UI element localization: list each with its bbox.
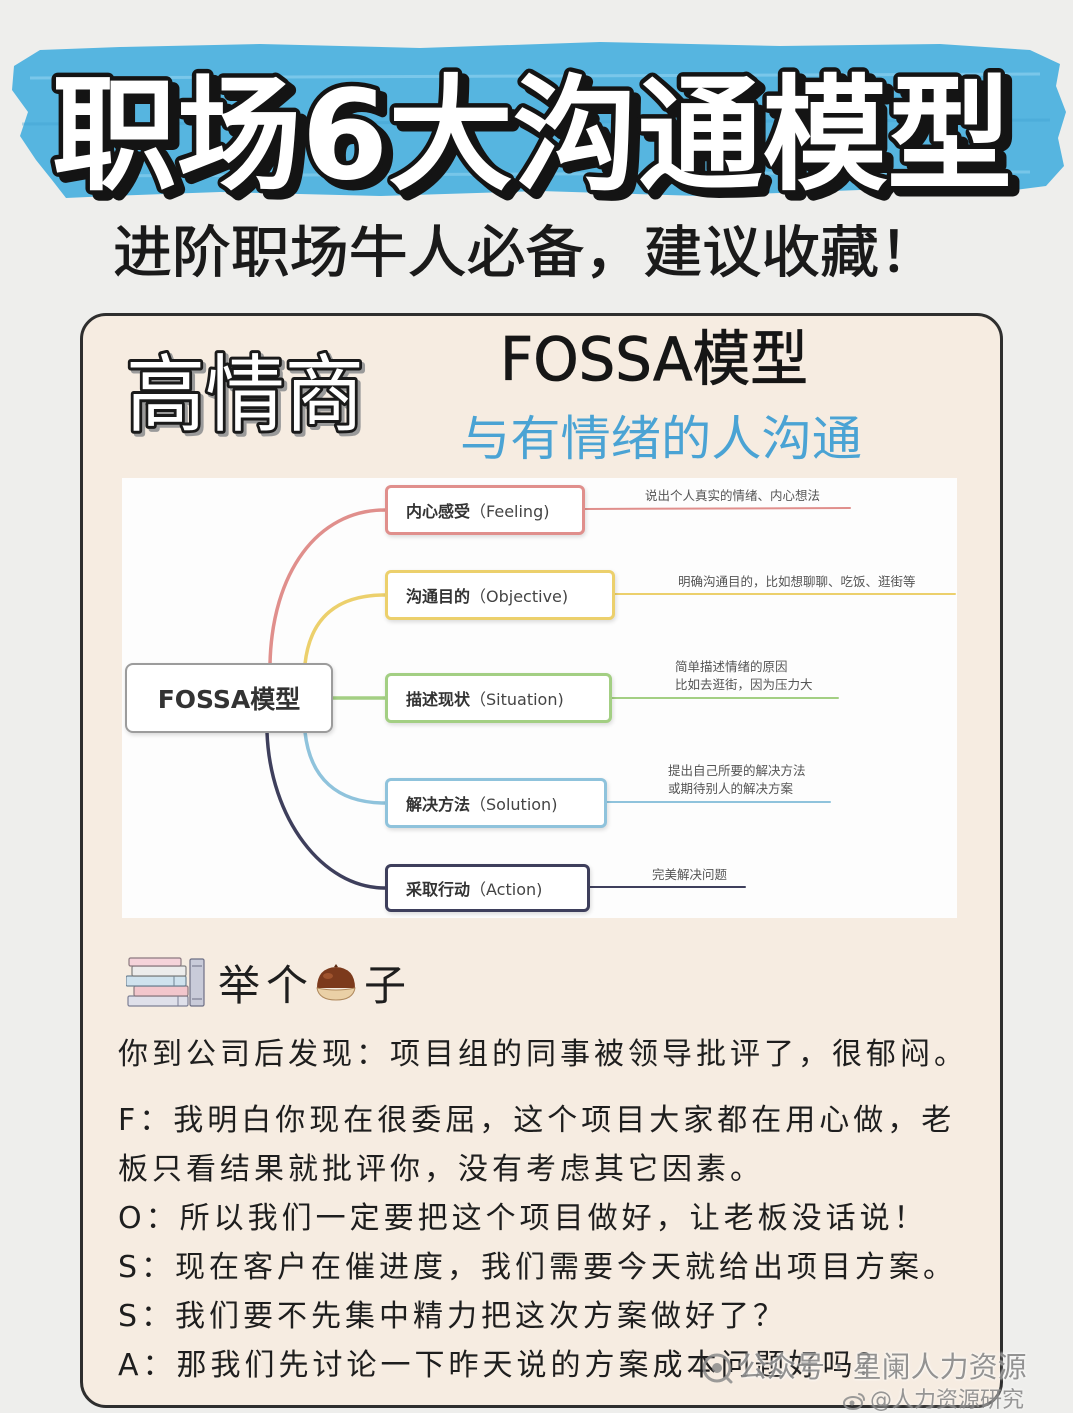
title-banner: 职场6大沟通模型	[12, 42, 1066, 213]
branch-label-cn: 解决方法	[406, 795, 471, 814]
example-heading-before: 举个	[218, 961, 315, 1010]
blue-brush-stroke	[12, 42, 1066, 198]
logo-dot	[712, 1363, 722, 1373]
brush-streak	[21, 118, 1051, 126]
branch-label-cn: 沟通目的	[406, 587, 471, 606]
branch-desc-line: 完美解决问题	[652, 867, 728, 882]
brush-streak	[29, 72, 1041, 80]
branch-label-cn: 采取行动	[406, 880, 471, 899]
chestnut-icon	[316, 963, 356, 1001]
branch-node-solution: 解决方法（Solution)	[385, 778, 607, 828]
connector-objective	[303, 593, 387, 666]
branch-desc-situation: 简单描述情绪的原因 比如去逛街，因为压力大	[675, 658, 813, 694]
branch-desc-line: 明确沟通目的，比如想聊聊、吃饭、逛街等	[678, 574, 916, 589]
dialogue-line: S：我们要不先集中精力把这次方案做好了？	[118, 1299, 788, 1334]
branch-label-en: （Action)	[470, 880, 543, 899]
model-tagline: 与有情绪的人沟通	[460, 411, 862, 467]
branch-label-en: （Feeling)	[470, 502, 550, 521]
example-intro: 你到公司后发现：项目组的同事被领导批评了，很郁闷。	[118, 1037, 968, 1072]
branch-desc-line: 简单描述情绪的原因	[675, 659, 788, 674]
connector-action	[265, 730, 387, 890]
weibo-arc	[858, 1393, 865, 1401]
connector-solution	[303, 730, 387, 805]
dialogue-line: F：我明白你现在很委屈，这个项目大家都在用心做，老	[118, 1103, 956, 1138]
fossa-mindmap: FOSSA模型 内心感受（Feeling) 沟通目的（Objective) 描述…	[122, 478, 957, 918]
logo-tail	[724, 1375, 733, 1384]
book	[133, 985, 189, 997]
branch-desc-line: 或期待别人的解决方案	[668, 781, 794, 796]
dialogue-line: S：现在客户在催进度，我们需要今天就给出项目方案。	[118, 1250, 958, 1285]
official-account-logo-icon	[702, 1353, 733, 1384]
branch-node-objective: 沟通目的（Objective)	[385, 570, 615, 620]
subtitle: 进阶职场牛人必备，建议收藏！	[113, 221, 939, 287]
example-dialogue: F：我明白你现在很委屈，这个项目大家都在用心做，老 板只看结果就批评你，没有考虑…	[118, 1096, 957, 1390]
mindmap-center-node: FOSSA模型	[125, 663, 333, 733]
book-stack-icon	[126, 957, 205, 1007]
weibo-handle-watermark: @人力资源研究	[870, 1388, 1025, 1413]
dialogue-line: A：那我们先讨论一下昨天说的方案成本问题好吗？	[118, 1348, 891, 1383]
dialogue-line: 板只看结果就批评你，没有考虑其它因素。	[118, 1152, 764, 1187]
account-watermark: 公众号 · 星阑人力资源	[738, 1350, 1027, 1384]
branch-desc-line: 比如去逛街，因为压力大	[675, 677, 813, 692]
eq-tag-text: 高情商	[126, 350, 364, 440]
branch-label-en: （Solution)	[470, 795, 558, 814]
subtitle-text: 进阶职场牛人必备，建议收藏！	[113, 221, 938, 286]
weibo-eye	[849, 1400, 855, 1406]
model-name: FOSSA模型	[500, 325, 809, 392]
branch-desc-solution: 提出自己所要的解决方法 或期待别人的解决方案	[668, 762, 806, 798]
book	[131, 965, 187, 977]
weibo-body	[843, 1396, 863, 1410]
underline-feeling	[584, 507, 851, 510]
chestnut-highlight	[323, 972, 334, 979]
branch-desc-feeling: 说出个人真实的情绪、内心想法	[645, 487, 820, 505]
branch-node-action: 采取行动（Action)	[385, 864, 590, 912]
mindmap-connectors	[265, 507, 956, 890]
chestnut-base	[316, 986, 356, 1001]
fossa-card: 高情商 FOSSA模型 与有情绪的人沟通 FOSSA模型 内心感受（Feelin…	[80, 313, 1003, 1408]
branch-node-feeling: 内心感受（Feeling)	[385, 485, 585, 535]
chestnut-tip	[334, 963, 339, 967]
branch-desc-objective: 明确沟通目的，比如想聊聊、吃饭、逛街等	[678, 573, 916, 591]
dialogue-line: O：所以我们一定要把这个项目做好，让老板没话说！	[118, 1201, 928, 1236]
model-tagline-text: 与有情绪的人沟通	[460, 411, 862, 467]
book	[128, 957, 182, 967]
page-title: 职场6大沟通模型	[52, 64, 1012, 208]
example-heading-after: 子	[364, 961, 413, 1010]
book	[127, 995, 189, 1007]
chestnut-shell	[317, 966, 356, 988]
model-name-text: FOSSA模型	[500, 325, 808, 392]
eq-tag: 高情商	[123, 350, 367, 440]
branch-label-en: （Situation)	[470, 690, 564, 709]
branch-node-situation: 描述现状（Situation)	[385, 673, 612, 723]
example-heading: 举个 子	[218, 955, 412, 1010]
branch-desc-line: 说出个人真实的情绪、内心想法	[645, 488, 821, 503]
branch-label-cn: 内心感受	[406, 502, 471, 521]
brush-streak	[59, 170, 1031, 178]
connector-feeling	[268, 508, 387, 666]
branch-desc-line: 提出自己所要的解决方法	[668, 763, 806, 778]
weibo-icon	[843, 1393, 865, 1410]
book	[126, 975, 187, 987]
standing-book	[189, 958, 205, 1007]
branch-label-cn: 描述现状	[406, 690, 471, 709]
branch-desc-action: 完美解决问题	[652, 866, 727, 884]
branch-label-en: （Objective)	[470, 587, 569, 606]
logo-ring	[702, 1353, 732, 1383]
